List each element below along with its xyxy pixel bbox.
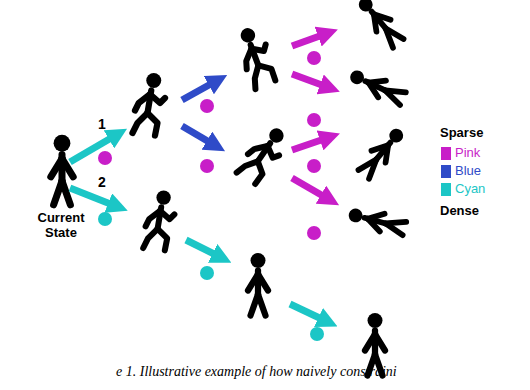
state-label: Current State [30, 210, 92, 240]
legend-text: Cyan [455, 181, 485, 196]
figure-caption: e 1. Illustrative example of how naively… [116, 364, 397, 380]
callout-number: 2 [98, 174, 106, 190]
legend-swatch [441, 147, 451, 160]
legend-heading: Sparse [440, 125, 483, 140]
legend-swatch [441, 165, 451, 178]
callout-number: 1 [98, 116, 106, 132]
legend-swatch [441, 183, 451, 196]
legend-heading: Dense [440, 203, 479, 218]
legend-text: Pink [455, 145, 480, 160]
legend-text: Blue [455, 163, 481, 178]
